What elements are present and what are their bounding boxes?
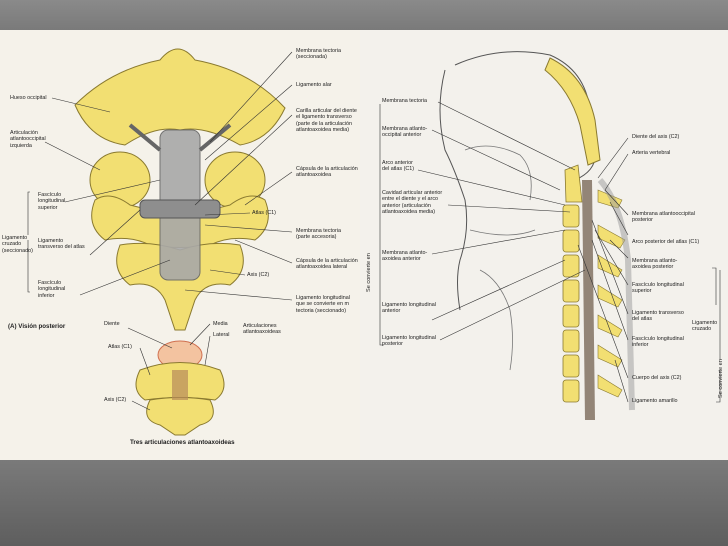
label-media: Media [213,321,228,327]
label-vision-posterior: (A) Visión posterior [8,323,66,330]
label-capsula-articulacion: Cápsula de la articulación atlantoaxoide… [296,166,358,179]
sagittal-view-illustration [379,51,721,420]
label-articulaciones-atlantoaxoideas: Articulaciones atlantoaxoideas [243,323,281,336]
label-membrana-atlantooccipital-posterior: Membrana atlantooccipital posterior [632,211,695,224]
label-ligamento-longitudinal-posterior: Ligamento longitudinal posterior [382,335,436,348]
label-articulacion-atlantooccipital: Articulación atlantooccipital izquierda [10,130,46,149]
label-membrana-atlantoaxoidea-posterior: Membrana atlanto- axoidea posterior [632,258,678,271]
label-arco-anterior: Arco anterior del atlas (C1) [382,160,415,173]
label-ligamento-longitudinal-anterior: Ligamento longitudinal anterior [382,302,436,315]
label-axis-small: Axis (C2) [104,397,127,403]
sagittal-view-panel: Membrana tectoria Membrana atlanto- occi… [360,30,728,460]
label-membrana-tectoria-accesoria: Membrana tectoria (parte accesoria) [296,228,341,241]
label-fasciculo-longitudinal-inferior: Fascículo longitudinal inferior [632,336,684,349]
label-arteria-vertebral: Arteria vertebral [632,150,671,156]
posterior-view-panel: Membrana tectoria (seccionada) Ligamento… [0,30,360,460]
label-membrana-tectoria-seccionada: Membrana tectoria (seccionada) [296,48,341,61]
label-fasciculo-longitudinal-superior: Fascículo longitudinal superior [632,282,684,295]
label-diente-axis: Diente del axis (C2) [632,134,680,140]
label-ligamento-transverso-atlas: Ligamento transverso del atlas [632,310,684,323]
posterior-view-illustration [27,48,293,436]
label-lateral: Lateral [213,332,230,338]
bottom-backdrop [0,460,728,546]
label-ligamento-cruzado: Ligamento cruzado (seccionado) [2,235,33,254]
label-atlas-c1: Atlas (C1) [252,210,276,216]
label-ligamento-longitudinal: Ligamento longitudinal que se convierte … [296,295,350,314]
label-fasciculo-inferior: Fascículo longitudinal inferior [38,280,66,299]
label-capsula-lateral: Cápsula de la articulación atlantoaxoide… [296,258,358,271]
label-tres-articulaciones: Tres articulaciones atlantoaxoideas [130,439,235,446]
label-membrana-tectoria: Membrana tectoria [382,98,427,104]
label-ligamento-alar: Ligamento alar [296,82,332,88]
label-ligamento-cruzado-right: Ligamento cruzado [692,320,718,333]
label-se-convierte-en-left: Se convierte en [366,253,372,292]
label-atlas-small: Atlas (C1) [108,344,132,350]
top-backdrop [0,0,728,30]
label-membrana-atlantoaxoidea-anterior: Membrana atlanto- axoidea anterior [382,250,428,263]
label-arco-posterior: Arco posterior del atlas (C1) [632,239,700,245]
label-se-convierte-en-right: Se convierte en [718,359,724,398]
label-fasciculo-superior: Fascículo longitudinal superior [38,192,66,211]
label-membrana-atlantooccipital-anterior: Membrana atlanto- occipital anterior [382,126,428,139]
label-cavidad-articular: Cavidad articular anterior entre el dien… [382,190,443,216]
label-ligamento-amarillo: Ligamento amarillo [632,398,678,404]
label-carilla-articular: Carilla articular del diente el ligament… [296,108,357,134]
label-ligamento-transverso: Ligamento transverso del atlas [38,238,85,251]
label-cuerpo-axis: Cuerpo del axis (C2) [632,375,682,381]
label-hueso-occipital: Hueso occipital [10,95,47,101]
label-axis-c2: Axis (C2) [247,272,270,278]
label-diente: Diente [104,321,120,327]
